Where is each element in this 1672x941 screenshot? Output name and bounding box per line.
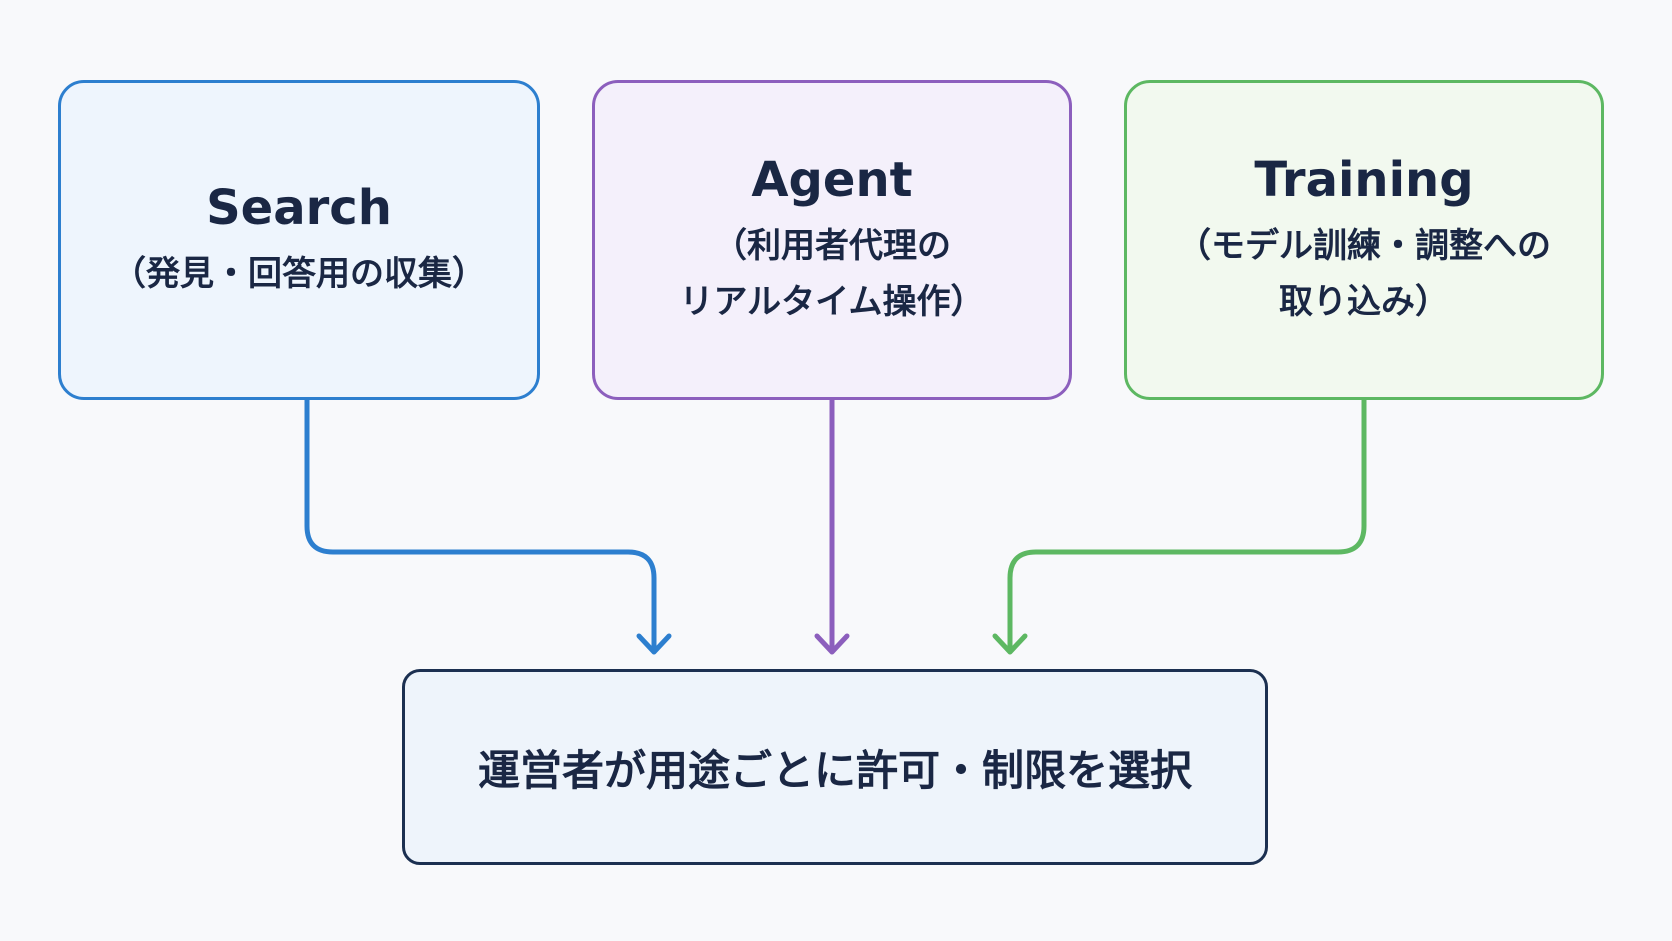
- agent-description: （利用者代理の リアルタイム操作）: [680, 218, 985, 330]
- agent-description-line-1: （利用者代理の: [712, 225, 951, 266]
- agent-arrowhead: [814, 633, 850, 655]
- training-box: Training （モデル訓練・調整への 取り込み）: [1124, 80, 1604, 400]
- search-title: Search: [206, 179, 392, 236]
- search-arrowhead: [636, 633, 672, 655]
- training-description-line-1: （モデル訓練・調整への: [1177, 225, 1551, 266]
- training-arrowhead: [992, 633, 1028, 655]
- result-box: 運営者が用途ごとに許可・制限を選択: [402, 669, 1268, 865]
- agent-title: Agent: [751, 151, 913, 208]
- agent-description-line-2: リアルタイム操作）: [679, 282, 985, 322]
- result-text: 運営者が用途ごとに許可・制限を選択: [477, 745, 1192, 795]
- training-description: （モデル訓練・調整への 取り込み）: [1177, 218, 1551, 330]
- search-box: Search （発見・回答用の収集）: [58, 80, 540, 400]
- agent-box: Agent （利用者代理の リアルタイム操作）: [592, 80, 1072, 400]
- search-to-result-arrow: [304, 397, 657, 653]
- training-title: Training: [1254, 151, 1474, 208]
- search-description-line: （発見・回答用の収集）: [112, 253, 486, 294]
- training-to-result-arrow: [1007, 397, 1367, 653]
- search-description: （発見・回答用の収集）: [112, 246, 486, 302]
- training-description-line-2: 取り込み）: [1279, 282, 1449, 322]
